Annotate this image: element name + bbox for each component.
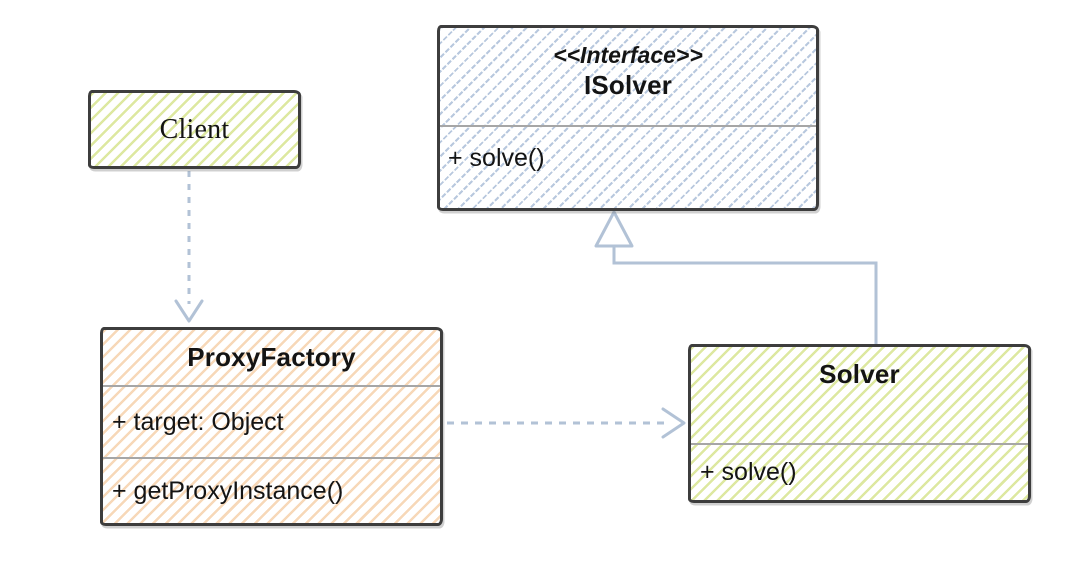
open-arrowhead-right-icon [661, 407, 686, 439]
class-box-solver: Solver + solve() [688, 344, 1031, 503]
method-solve: + solve() [448, 144, 545, 172]
solver-methods-compartment: + solve() [691, 443, 1028, 500]
realization-solver-to-isolver [594, 210, 878, 345]
realization-line [612, 247, 878, 345]
class-box-proxyfactory: ProxyFactory + target: Object + getProxy… [100, 327, 443, 526]
class-name-client: Client [159, 113, 230, 145]
solver-title-compartment: Solver [691, 347, 1028, 443]
class-box-client: Client [88, 90, 301, 169]
class-box-isolver: <<Interface>> ISolver + solve() [437, 25, 819, 211]
dependency-proxyfactory-to-solver [447, 407, 686, 439]
isolver-title-compartment: <<Interface>> ISolver [440, 28, 816, 125]
open-arrowhead-down-icon [174, 299, 204, 323]
isolver-methods-compartment: + solve() [440, 125, 816, 208]
dependency-client-to-proxyfactory [174, 171, 204, 323]
class-name-solver: Solver [819, 359, 900, 389]
class-name-proxyfactory: ProxyFactory [187, 342, 356, 372]
proxyfactory-title-compartment: ProxyFactory [103, 330, 440, 385]
method-getproxyinstance: + getProxyInstance() [112, 476, 344, 505]
hollow-triangle-arrowhead-icon [594, 210, 634, 248]
class-name-isolver: ISolver [583, 70, 673, 100]
interface-stereotype-label: <<Interface>> [553, 42, 703, 68]
method-solve: + solve() [700, 458, 797, 486]
attribute-target: + target: Object [112, 407, 284, 436]
proxyfactory-attributes-compartment: + target: Object [103, 385, 440, 457]
proxyfactory-methods-compartment: + getProxyInstance() [103, 457, 440, 523]
